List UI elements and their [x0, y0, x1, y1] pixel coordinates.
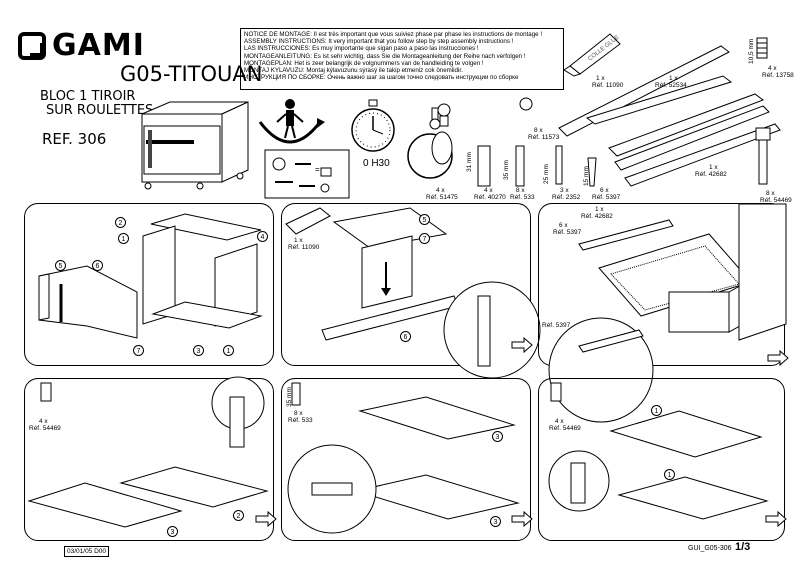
dim-label: 15 mm	[583, 166, 590, 186]
model-title: G05-TITOUAN	[120, 62, 263, 86]
drawer-runners-icon	[608, 93, 781, 187]
next-step-arrow-icon	[767, 349, 789, 367]
cam-bolt-assembly-drawing	[548, 382, 769, 520]
next-step-arrow-icon	[511, 336, 533, 354]
part-marker: 3	[492, 431, 503, 442]
dim-label: 31 mm	[466, 152, 473, 172]
product-line-1: BLOC 1 TIROIR	[40, 89, 136, 104]
notice-line: NOTICE DE MONTAGE: Il est très important…	[244, 31, 543, 38]
glue-tube-icon: COLLE GLUE	[563, 33, 621, 77]
part-marker: 2	[115, 217, 126, 228]
next-step-arrow-icon	[511, 510, 533, 528]
runner-bar-icon	[558, 45, 733, 137]
part-marker: 3	[490, 516, 501, 527]
cam-bolt-icon	[756, 37, 768, 59]
screw-part-label-bottom: Réf. 5397	[542, 322, 571, 329]
part-marker: 5	[55, 260, 66, 271]
part-marker: 1	[223, 345, 234, 356]
dim-label: 10,5 mm	[748, 38, 755, 64]
dim-label: 35 mm	[503, 160, 510, 180]
svg-text:=: =	[315, 165, 320, 174]
dowel-insertion-drawing	[287, 382, 520, 534]
notice-line: MONTAGEANLEITUNG: Es ist sehr wichtig, d…	[244, 52, 526, 60]
gami-logo-icon	[18, 31, 46, 60]
notice-line: LAS INSTRUCCIONES: Es muy importante que…	[244, 45, 479, 53]
part-marker: 3	[193, 345, 204, 356]
part-marker: 1	[664, 469, 675, 480]
document-code: GUI_G05-306	[688, 545, 732, 552]
furniture-illustration	[141, 101, 249, 190]
next-step-arrow-icon	[255, 510, 277, 528]
drawer-runner-drawing	[548, 203, 787, 423]
cam-bolt-insertion-drawing	[27, 376, 269, 528]
part-marker: 1	[118, 233, 129, 244]
part-marker: 7	[133, 345, 144, 356]
page-number: 1/3	[735, 541, 751, 553]
part-marker: 6	[400, 331, 411, 342]
part-marker: 2	[233, 510, 244, 521]
assembly-time: 0 H30	[363, 158, 390, 169]
brand-logo: GAMI	[18, 28, 145, 63]
part-marker: 3	[167, 526, 178, 537]
castor-wheel-icon	[407, 107, 453, 179]
exploded-cabinet-drawing	[38, 213, 263, 339]
dowel-parts-icon	[437, 97, 597, 187]
glue-assembly-drawing	[285, 207, 541, 379]
part-marker: 7	[419, 233, 430, 244]
notice-line: ИНСТРУКЦИЯ ПО СБОРКЕ: Очень важно шаг за…	[244, 74, 519, 82]
stopwatch-icon	[351, 99, 395, 152]
notice-line: MONTAJ KYLAVUZU: Montaj kýlavuzunu sýras…	[244, 67, 463, 75]
dowel-dim-label: 35 mm	[286, 387, 293, 407]
part-marker: 1	[651, 405, 662, 416]
product-line-2: SUR ROULETTES	[46, 103, 154, 118]
reference-number: REF. 306	[42, 130, 107, 148]
notice-line: ASSEMBLY INSTRUCTIONS: It very important…	[244, 38, 514, 46]
tools-box-icon: =	[264, 149, 350, 199]
dim-label: 25 mm	[543, 164, 550, 184]
part-marker: 4	[257, 231, 268, 242]
part-marker: 5	[419, 214, 430, 225]
step-1-panel: 2 4 1 5 6 7 3 1	[24, 203, 274, 366]
notice-line: MONTAGEPLAN: Het is zeer belangrijk de v…	[244, 59, 484, 67]
document-date: 03/01/05 D00	[64, 546, 110, 557]
brand-name: GAMI	[52, 28, 145, 63]
two-person-icon	[258, 99, 325, 144]
assembly-notice: NOTICE DE MONTAGE: Il est très important…	[240, 28, 564, 90]
product-description: BLOC 1 TIROIR SUR ROULETTES	[40, 90, 153, 118]
next-step-arrow-icon	[765, 510, 787, 528]
cam-screw-icon	[755, 127, 771, 185]
part-marker: 6	[92, 260, 103, 271]
